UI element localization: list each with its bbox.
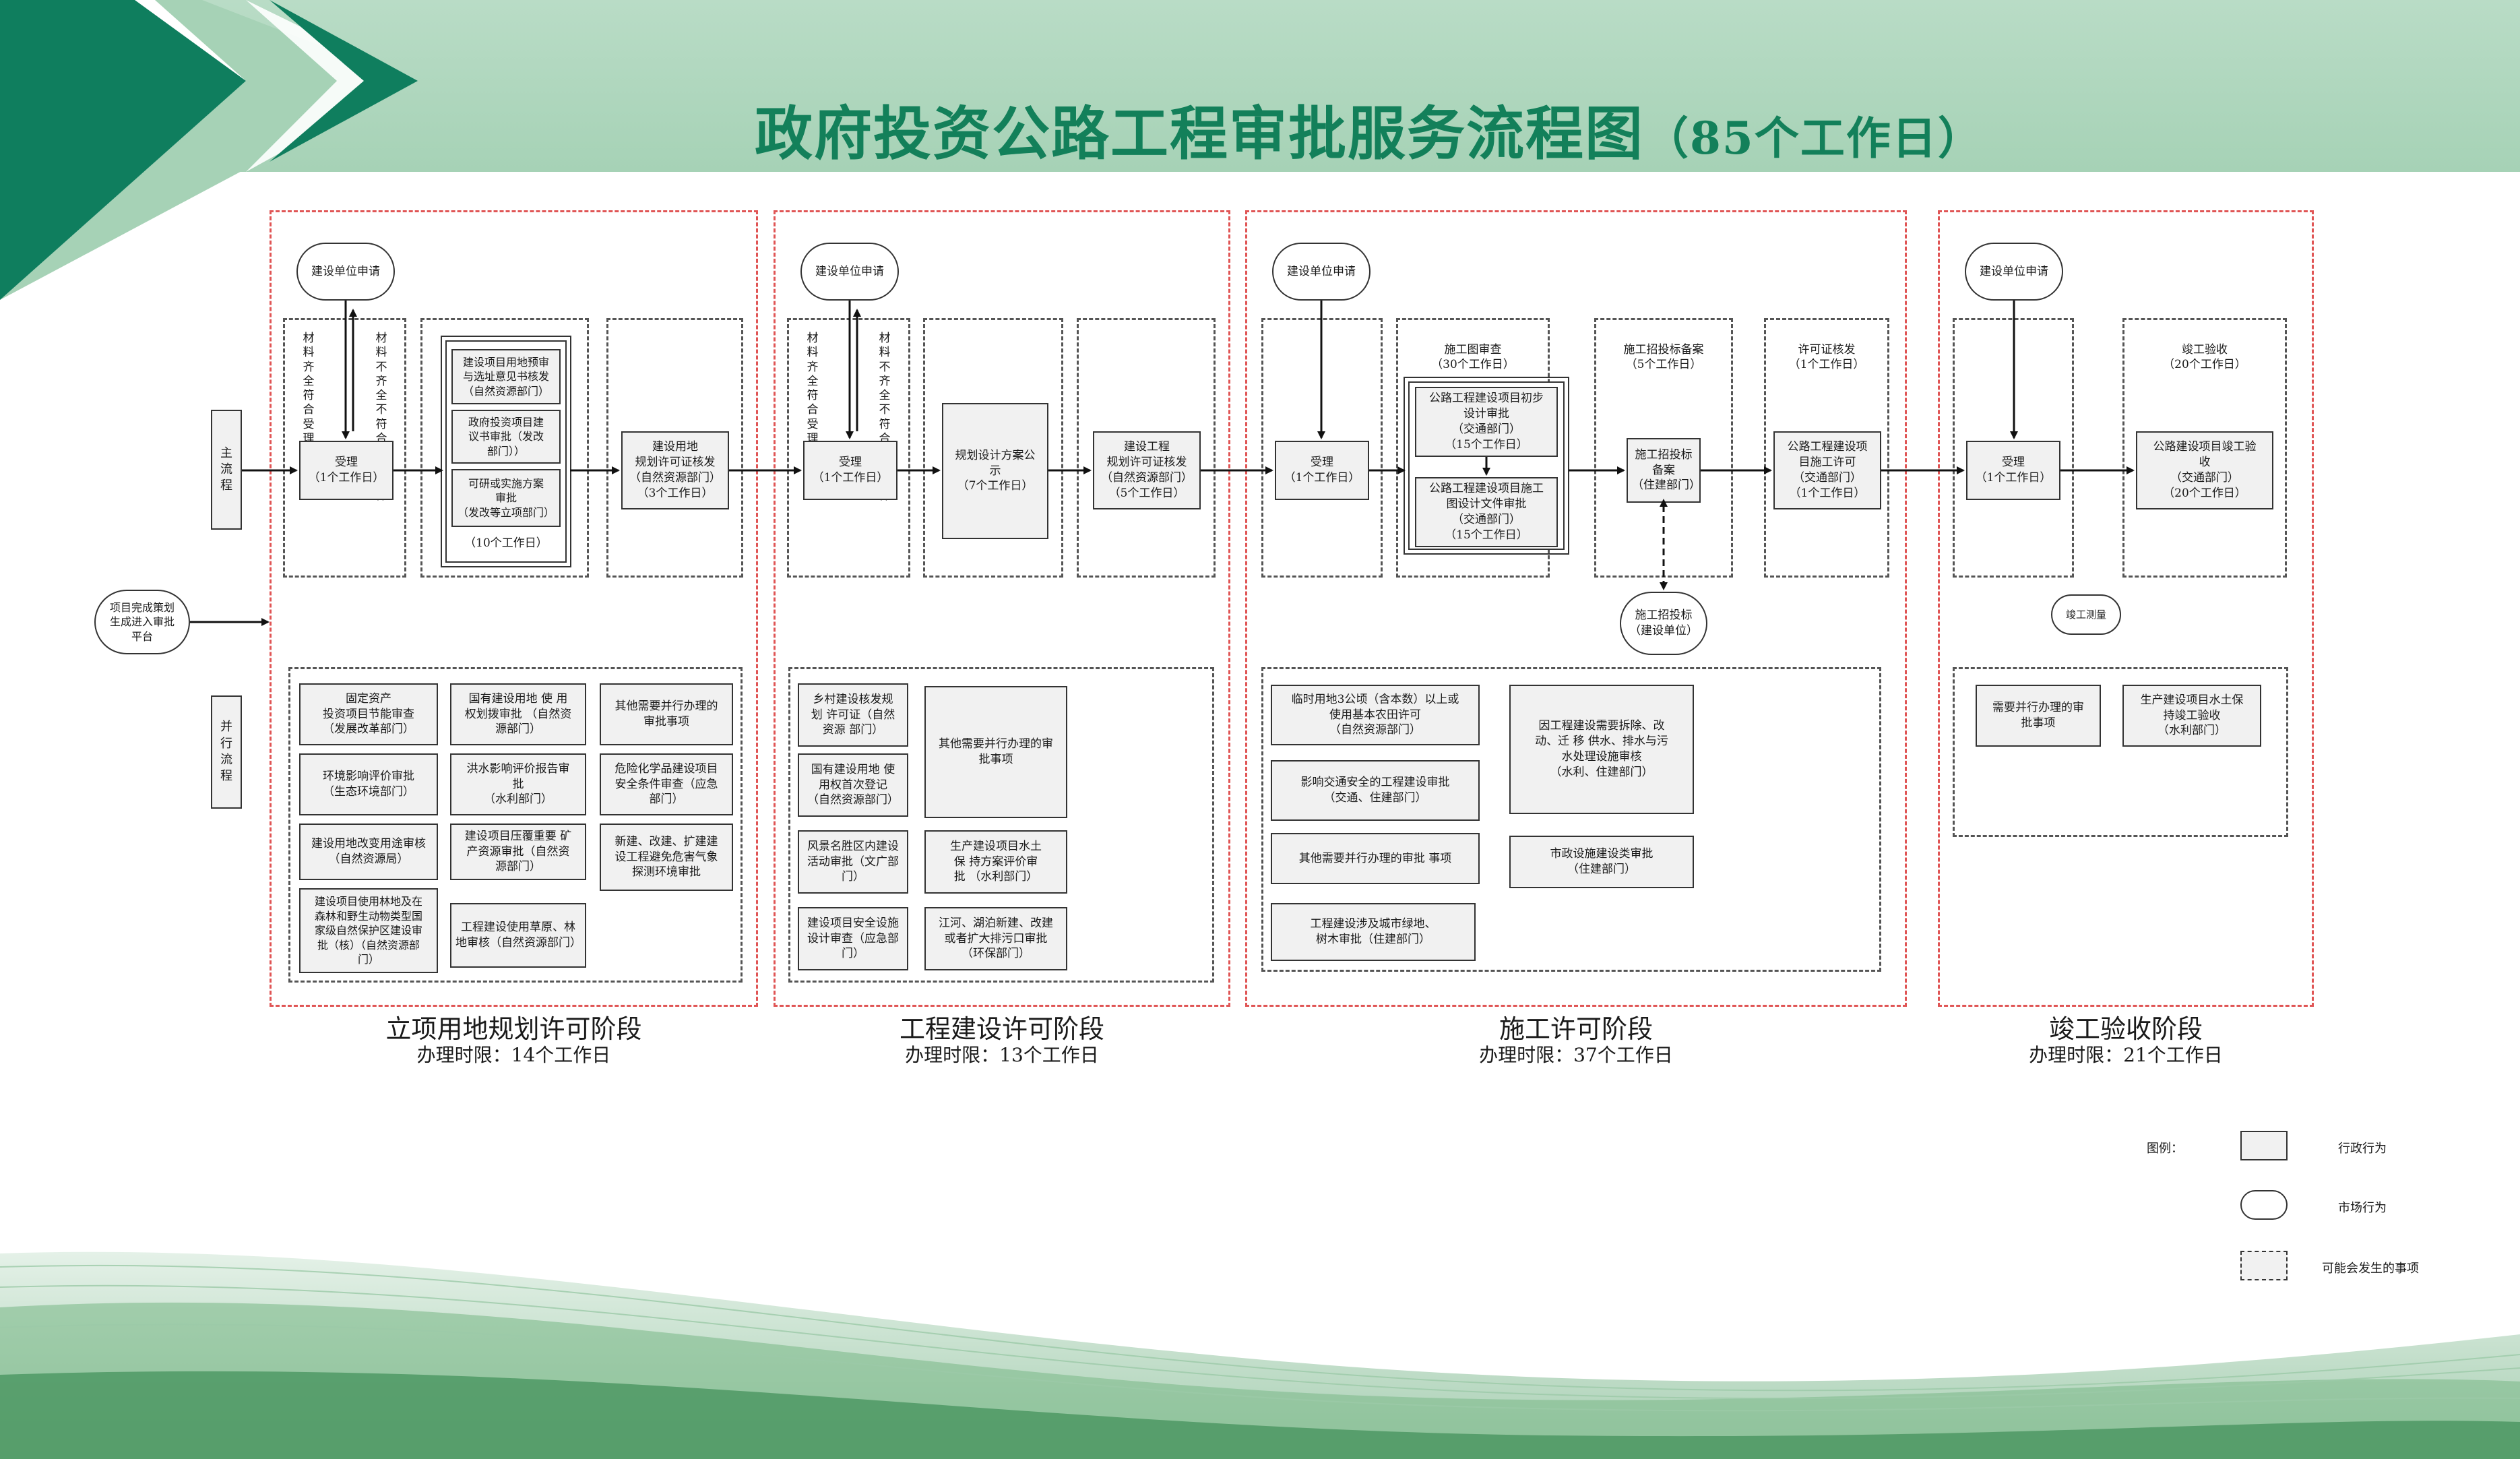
- s2-parallel-2: 其他需要并行办理的审 批事项: [924, 686, 1067, 818]
- legend-market-swatch: [2240, 1190, 2288, 1220]
- title-main: 政府投资公路工程审批服务流程图: [755, 100, 1644, 168]
- s3-bid-header: 施工招投标备案 （5个工作日）: [1623, 343, 1704, 372]
- s3-parallel-2: 因工程建设需要拆除、改 动、迁 移 供水、排水与污 水处理设施审核 （水利、住建…: [1509, 685, 1694, 814]
- s4-survey-node: 竣工测量: [2051, 594, 2121, 635]
- s2-stage-limit: 办理时限：13个工作日: [905, 1044, 1099, 1066]
- legend-possible-swatch: [2240, 1251, 2288, 1280]
- s3-preliminary-design-box: 公路工程建设项目初步 设计审批 （交通部门） （15个工作日）: [1415, 387, 1558, 457]
- s3-parallel-4: 其他需要并行办理的审批 事项: [1271, 833, 1480, 884]
- s2-publicity-zone: [923, 318, 1063, 578]
- s1-days10-label: （10个工作日）: [464, 536, 548, 550]
- s3-bid-unit-node: 施工招投标 （建设单位）: [1620, 592, 1707, 655]
- s4-accept-box: 受理 （1个工作日）: [1966, 441, 2060, 500]
- s2-parallel-1: 乡村建设核发规 划 许可证（自然 资源 部门）: [798, 683, 908, 747]
- s2-stage-title: 工程建设许可阶段: [899, 1014, 1104, 1044]
- s1-parallel-8: 建设项目压覆重要 矿 产资源审批（自然资 源部门）: [450, 824, 586, 880]
- s1-parallel-10: 建设项目使用林地及在 森林和野生动物类型国 家级自然保护区建设审 批（核）（自然…: [299, 888, 438, 973]
- s4-acceptance-zone: [2122, 318, 2287, 578]
- s4-acceptance-header: 竣工验收 （20个工作日）: [2163, 343, 2246, 372]
- s3-stage-limit: 办理时限：37个工作日: [1479, 1044, 1673, 1066]
- corner-chevron-decoration: [0, 0, 418, 300]
- legend-possible-label: 可能会发生的事项: [2322, 1262, 2419, 1276]
- s3-construction-permit-box: 公路工程建设项 目施工许可 （交通部门） （1个工作日）: [1773, 431, 1881, 509]
- s4-stage-limit: 办理时限：21个工作日: [2029, 1044, 2223, 1066]
- s2-permit-zone: [1077, 318, 1216, 578]
- s1-approval-zone: [420, 318, 589, 578]
- s4-parallel-1: 需要并行办理的审 批事项: [1976, 685, 2101, 747]
- stage3-region: [1245, 210, 1907, 1007]
- s2-parallel-zone: [788, 667, 1214, 983]
- entry-platform-node: 项目完成策划 生成进入审批 平台: [94, 590, 190, 654]
- s4-apply-node: 建设单位申请: [1965, 243, 2063, 301]
- s3-parallel-5: 市政设施建设类审批 （住建部门）: [1509, 836, 1694, 888]
- s2-accept-box: 受理 （1个工作日）: [803, 441, 897, 500]
- s3-parallel-zone: [1261, 667, 1881, 972]
- s1-parallel-zone: [288, 667, 743, 983]
- s3-construction-drawing-box: 公路工程建设项目施工 图设计文件审批 （交通部门） （15个工作日）: [1415, 477, 1558, 547]
- s1-parallel-1: 固定资产 投资项目节能审查 （发展改革部门）: [299, 683, 438, 745]
- s2-plan-permit-box: 建设工程 规划许可证核发 （自然资源部门） （5个工作日）: [1093, 431, 1201, 509]
- s1-site-selection-box: 建设项目用地预审 与选址意见书核发 （自然资源部门）: [451, 349, 561, 404]
- s1-parallel-9: 新建、改建、扩建建 设工程避免危害气象 探测环境审批: [600, 824, 733, 891]
- parallel-flow-label: 并 行 流 程: [211, 695, 242, 809]
- s3-apply-node: 建设单位申请: [1272, 243, 1371, 301]
- s1-parallel-2: 国有建设用地 使 用 权划拨审批 （自然资 源部门）: [450, 683, 586, 745]
- s3-permit-zone: [1764, 318, 1889, 578]
- s1-proposal-box: 政府投资项目建 议书审批（发改 部门））: [451, 410, 561, 464]
- stage1-region: [270, 210, 758, 1007]
- s2-parallel-3: 国有建设用地 使 用权首次登记 （自然资源部门）: [798, 753, 908, 817]
- s2-apply-node: 建设单位申请: [800, 243, 899, 301]
- legend-market-label: 市场行为: [2338, 1201, 2387, 1215]
- s2-complete-label: 材 料 齐 全 符 合 受 理 条 件: [807, 332, 819, 474]
- s1-parallel-11: 工程建设使用草原、林 地审核（自然资源部门）: [450, 903, 586, 968]
- s1-parallel-6: 危险化学品建设项目 安全条件审查（应急 部门）: [600, 753, 733, 815]
- s1-feasibility-box: 可研或实施方案 审批 （发改等立项部门）: [451, 469, 561, 527]
- s3-permit-header: 许可证核发 （1个工作日）: [1788, 343, 1865, 372]
- wave-decoration: [0, 1251, 2520, 1459]
- legend-admin-swatch: [2240, 1131, 2288, 1160]
- header-band: [0, 0, 2520, 172]
- s2-publicity-box: 规划设计方案公 示 （7个工作日）: [942, 403, 1048, 539]
- s1-parallel-3: 其他需要并行办理的 审批事项: [600, 683, 733, 745]
- s3-accept-box: 受理 （1个工作日）: [1275, 441, 1369, 500]
- s1-parallel-4: 环境影响评价审批 （生态环境部门）: [299, 753, 438, 815]
- s4-completion-acceptance-box: 公路建设项目竣工验 收 （交通部门） （20个工作日）: [2136, 431, 2273, 509]
- s4-parallel-2: 生产建设项目水土保 持竣工验收 （水利部门）: [2122, 685, 2261, 747]
- s2-parallel-4: 风景名胜区内建设 活动审批（文广部 门）: [798, 830, 908, 894]
- s3-drawing-header: 施工图审查 （30个工作日）: [1431, 343, 1515, 372]
- s1-accept-box: 受理 （1个工作日）: [299, 441, 393, 500]
- s3-parallel-3: 影响交通安全的工程建设审批 （交通、住建部门）: [1271, 760, 1480, 821]
- s3-bid-record-box: 施工招投标 备案 （住建部门）: [1627, 438, 1701, 503]
- s2-parallel-5: 生产建设项目水土 保 持方案评价审 批 （水利部门）: [924, 830, 1067, 894]
- s2-parallel-7: 江河、湖泊新建、改建 或者扩大排污口审批 （环保部门）: [924, 907, 1067, 970]
- s4-stage-title: 竣工验收阶段: [2048, 1014, 2203, 1044]
- s3-parallel-1: 临时用地3公顷（含本数）以上或 使用基本农田许可 （自然资源部门）: [1271, 685, 1480, 745]
- title-sub: （85个工作日）: [1644, 112, 1984, 164]
- legend-title: 图例：: [2147, 1142, 2183, 1156]
- s1-parallel-5: 洪水影响评价报告审 批 （水利部门）: [450, 753, 586, 815]
- page-title: 政府投资公路工程审批服务流程图（85个工作日）: [755, 86, 1984, 168]
- s1-stage-title: 立项用地规划许可阶段: [385, 1014, 642, 1044]
- legend-admin-label: 行政行为: [2338, 1142, 2387, 1156]
- s3-stage-title: 施工许可阶段: [1499, 1014, 1653, 1044]
- s1-stage-limit: 办理时限：14个工作日: [416, 1044, 611, 1066]
- s1-apply-node: 建设单位申请: [296, 243, 395, 301]
- s3-parallel-6: 工程建设涉及城市绿地、 树木审批（住建部门）: [1271, 903, 1476, 961]
- s1-parallel-7: 建设用地改变用途审核 （自然资源局）: [299, 824, 438, 880]
- main-flow-label: 主 流 程: [211, 410, 242, 530]
- s1-land-permit-box: 建设用地 规划许可证核发 （自然资源部门） （3个工作日）: [621, 431, 729, 509]
- stage2-region: [774, 210, 1230, 1007]
- s2-parallel-6: 建设项目安全设施 设计审查（应急部 门）: [798, 907, 908, 970]
- s4-parallel-zone: [1953, 667, 2288, 837]
- s1-permit-zone: [606, 318, 743, 578]
- stage4-region: [1938, 210, 2314, 1007]
